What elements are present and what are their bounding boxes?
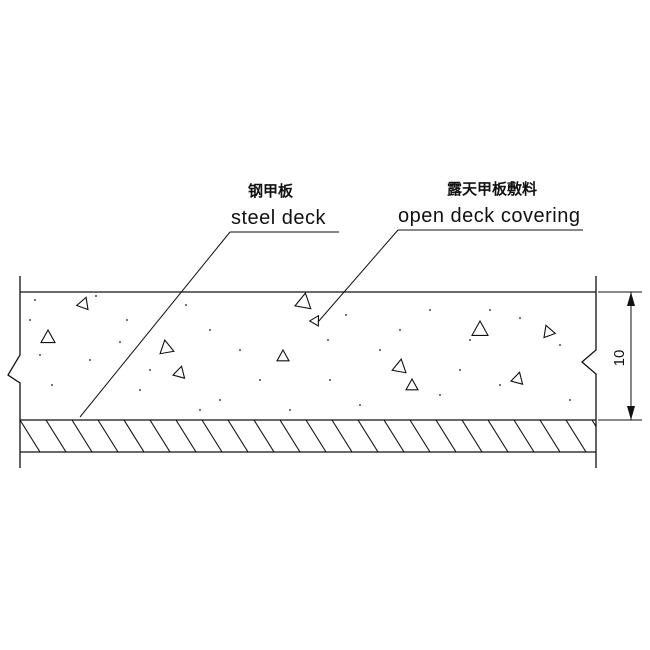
covering-leader <box>317 229 583 323</box>
steel-deck-label-en: steel deck <box>231 207 327 229</box>
left-break-line <box>7 276 21 468</box>
thickness-dimension <box>598 291 642 421</box>
right-break-line <box>581 276 597 468</box>
steel-deck-label-cn: 钢甲板 <box>248 182 294 200</box>
covering-label-cn: 露天甲板敷料 <box>447 180 537 198</box>
covering-label-en: open deck covering <box>398 205 580 227</box>
steel-deck-hatching <box>19 419 597 453</box>
covering-aggregate-texture <box>29 292 571 411</box>
steel-deck-leader <box>79 231 339 418</box>
thickness-dimension-value: 10 <box>611 350 628 367</box>
